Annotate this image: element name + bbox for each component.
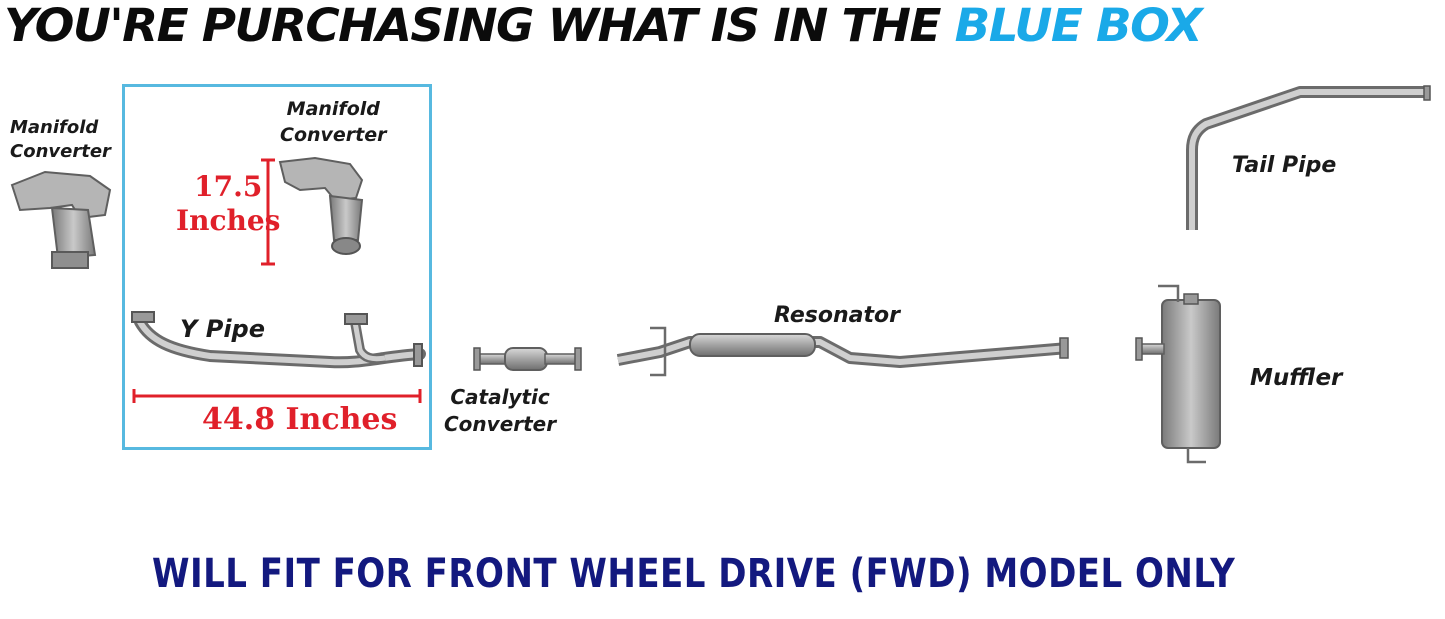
manifold-converter-left-part — [10, 170, 112, 269]
height-value: 17.5 — [194, 170, 263, 203]
headline-main: YOU'RE PURCHASING WHAT IS IN THE — [4, 0, 955, 52]
tail-pipe-label: Tail Pipe — [1232, 153, 1337, 178]
manifold-right-label-line1: Manifold — [286, 98, 380, 120]
manifold-left-label-line1: Manifold — [10, 117, 99, 138]
width-dimension-label: 44.8 Inches — [202, 402, 398, 437]
y-pipe-label: Y Pipe — [180, 315, 266, 343]
resonator-label: Resonator — [774, 303, 900, 328]
catalytic-converter-part — [473, 347, 582, 371]
muffler-label: Muffler — [1250, 365, 1343, 391]
fitment-notice: WILL FIT FOR FRONT WHEEL DRIVE (FWD) MOD… — [152, 550, 1236, 597]
height-unit: Inches — [176, 204, 281, 237]
catalytic-label-line2: Converter — [444, 412, 557, 436]
resonator-part — [616, 326, 1069, 377]
height-dimension-label: 17.5 Inches — [176, 170, 280, 238]
y-pipe-part — [131, 311, 426, 369]
width-dimension-line — [132, 389, 422, 403]
catalytic-label-line1: Catalytic — [450, 385, 550, 409]
manifold-right-label-line2: Converter — [280, 124, 387, 146]
manifold-converter-right-part — [278, 156, 364, 255]
height-dimension-line — [261, 158, 275, 266]
muffler-part — [1135, 284, 1221, 464]
manifold-left-label: Manifold Converter — [10, 116, 111, 164]
manifold-left-label-line2: Converter — [10, 141, 111, 162]
catalytic-converter-label: Catalytic Converter — [444, 384, 556, 438]
headline: YOU'RE PURCHASING WHAT IS IN THE BLUE BO… — [4, 2, 1445, 50]
manifold-right-label: Manifold Converter — [280, 96, 387, 148]
tail-pipe-part — [1186, 85, 1431, 230]
headline-accent: BLUE BOX — [954, 0, 1203, 52]
blue-box-highlight — [122, 84, 432, 450]
